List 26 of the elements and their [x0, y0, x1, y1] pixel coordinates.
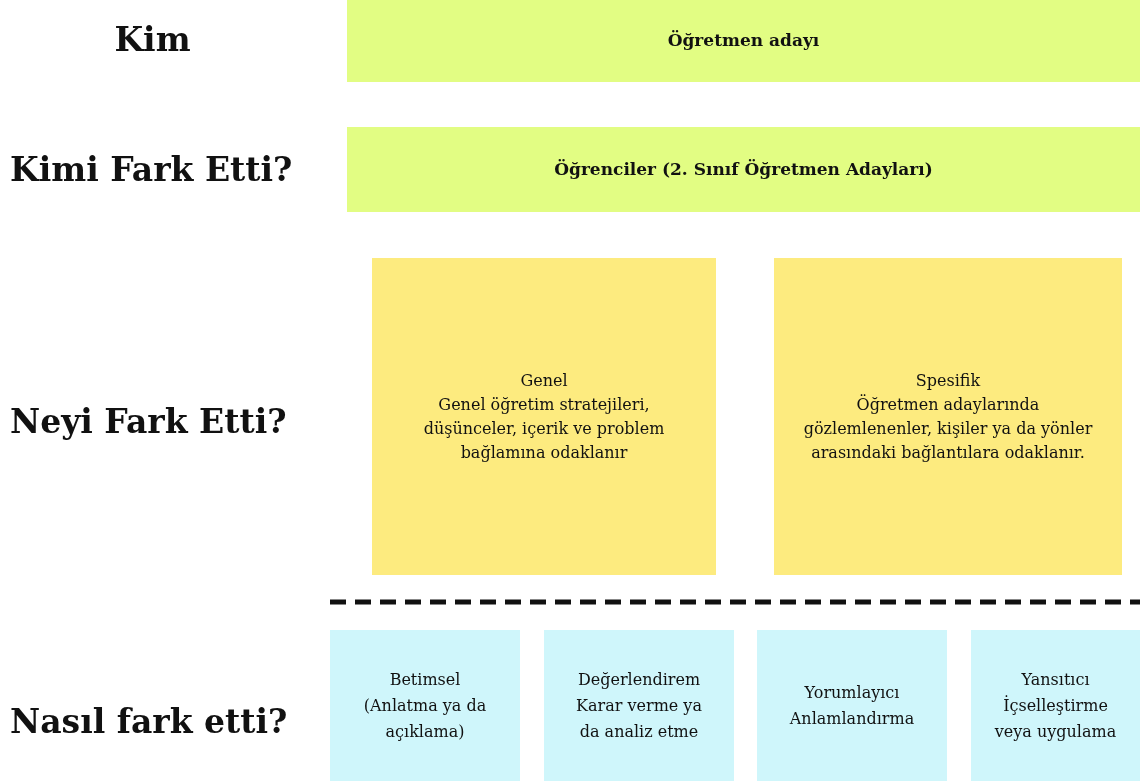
category-card	[757, 630, 947, 781]
category-card	[330, 630, 520, 781]
sticky-note	[372, 258, 716, 575]
box-heading: Yansıtıcı	[1021, 668, 1090, 691]
category-bar	[347, 0, 1140, 82]
row-heading: Kimi Fark Etti?	[10, 149, 293, 192]
box-text: (Anlatma ya da açıklama)	[362, 694, 488, 743]
box-heading: Genel	[520, 369, 568, 392]
box-heading: Yorumlayıcı	[804, 681, 900, 704]
box-text: Öğretmen adaylarında gözlemlenenler, kişiler ya da yönler arasındaki bağlantılara odaklanır.	[802, 393, 1094, 464]
row-heading: Nasıl fark etti?	[10, 701, 288, 744]
category-card	[971, 630, 1140, 781]
box-heading: Değerlendirem	[577, 668, 701, 691]
row-heading: Kim	[114, 19, 191, 62]
sticky-note	[774, 258, 1122, 575]
box-heading: Spesifik	[915, 369, 981, 392]
box-heading: Betimsel	[389, 668, 461, 691]
box-text: Anlamlandırma	[789, 707, 915, 730]
box-text: Öğrenciler (2. Sınıf Öğretmen Adayları)	[554, 157, 933, 181]
category-bar	[347, 127, 1140, 212]
box-text: Öğretmen adayı	[667, 29, 820, 53]
box-text: Karar verme ya da analiz etme	[575, 694, 703, 743]
row-heading: Neyi Fark Etti?	[10, 401, 287, 444]
category-card	[544, 630, 734, 781]
box-text: İçselleştirme veya uygulama	[993, 694, 1118, 743]
box-text: Genel öğretim stratejileri, düşünceler, içerik ve problem bağlamına odaklanır	[422, 393, 666, 464]
